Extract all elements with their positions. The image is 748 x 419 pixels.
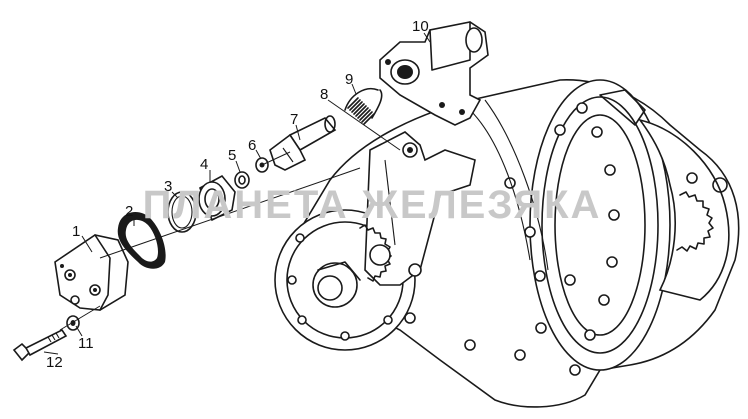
callout-3: 3 bbox=[164, 178, 172, 195]
callout-labels: 1 2 3 4 5 6 7 8 9 10 11 12 bbox=[46, 18, 429, 371]
flange-bolts bbox=[554, 102, 620, 376]
rear-gear-teeth bbox=[676, 172, 728, 252]
o-ring bbox=[167, 191, 197, 233]
lever-arm bbox=[359, 131, 476, 286]
callout-5: 5 bbox=[228, 147, 236, 164]
bolt bbox=[12, 328, 68, 362]
top-bracket bbox=[379, 21, 489, 126]
callout-1: 1 bbox=[72, 223, 80, 240]
nut bbox=[234, 171, 250, 189]
callout-4: 4 bbox=[200, 156, 208, 173]
plunger bbox=[269, 115, 337, 171]
watermark-text: ПЛАНЕТА ЖЕЛЕЗЯКА bbox=[143, 183, 602, 227]
gasket bbox=[117, 212, 166, 269]
callout-10: 10 bbox=[412, 18, 429, 35]
callout-7: 7 bbox=[290, 111, 298, 128]
leader-lines bbox=[43, 32, 431, 355]
spring bbox=[344, 88, 383, 125]
callout-11: 11 bbox=[78, 335, 94, 352]
callout-2: 2 bbox=[125, 203, 133, 220]
bushing bbox=[198, 174, 236, 222]
callout-12: 12 bbox=[46, 354, 63, 371]
callout-8: 8 bbox=[320, 86, 328, 103]
assembly-axis bbox=[59, 151, 361, 331]
housing-bolts bbox=[404, 177, 547, 361]
cover bbox=[54, 234, 129, 311]
callout-9: 9 bbox=[345, 71, 353, 88]
callout-6: 6 bbox=[248, 137, 256, 154]
